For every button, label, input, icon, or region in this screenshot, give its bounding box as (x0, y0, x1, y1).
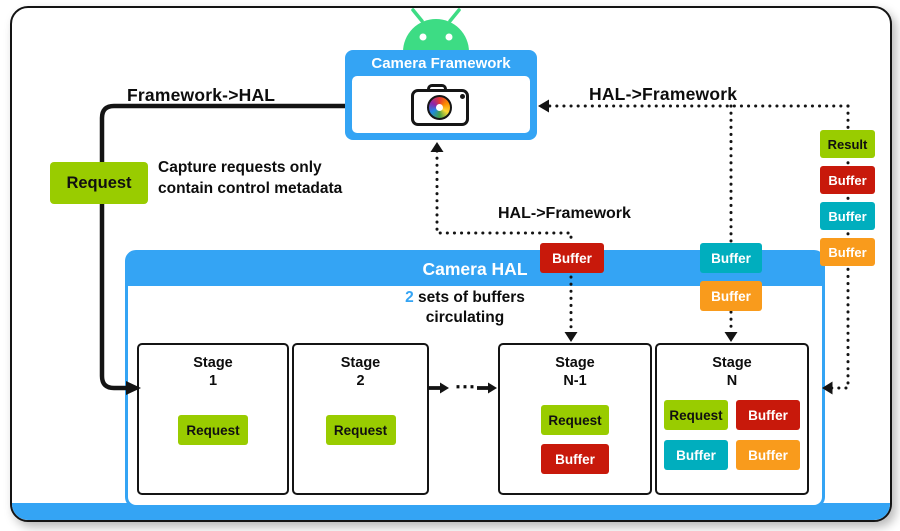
hal-to-framework-label-center: HAL->Framework (498, 205, 631, 222)
request-badge: Request (50, 162, 148, 204)
android-robot-icon (403, 8, 469, 52)
camera-framework-title: Camera Framework (371, 55, 511, 72)
circulating-line1: sets of buffers (413, 289, 525, 306)
circulating-note: 2 sets of buffers circulating (340, 288, 590, 328)
stage-n1-request-badge: Request (541, 405, 609, 435)
camera-framework-panel (352, 76, 530, 133)
camera-icon (410, 82, 472, 128)
stage-ellipsis: ⋯ (454, 375, 476, 398)
camera-framework-box: Camera Framework (345, 50, 537, 140)
capture-note-line2: contain control metadata (158, 180, 343, 197)
circulating-count: 2 (405, 289, 414, 306)
stage2-request-badge: Request (325, 415, 396, 445)
stage-n-buffer-badge-red: Buffer (736, 400, 800, 430)
buffer-badge-stack-orange: Buffer (820, 238, 875, 266)
stage-n-buffer-badge-teal: Buffer (664, 440, 728, 470)
stage-n1-buffer-badge: Buffer (541, 444, 609, 474)
buffer-badge-red-floating: Buffer (540, 243, 604, 273)
stage-n-buffer-badge-orange: Buffer (736, 440, 800, 470)
buffer-badge-teal-floating: Buffer (700, 243, 762, 273)
buffer-badge-stack-red: Buffer (820, 166, 875, 194)
hal-to-framework-label-right: HAL->Framework (589, 84, 738, 104)
stage1-request-badge: Request (178, 415, 248, 445)
capture-note: Capture requests only contain control me… (158, 157, 342, 199)
framework-to-hal-label: Framework->HAL (127, 85, 276, 105)
circulating-line2: circulating (425, 309, 505, 326)
stage-n-request-badge: Request (664, 400, 728, 430)
buffer-badge-stack-teal: Buffer (820, 202, 875, 230)
capture-note-line1: Capture requests only (158, 159, 322, 176)
result-badge: Result (820, 130, 875, 158)
buffer-badge-orange-floating: Buffer (700, 281, 762, 311)
